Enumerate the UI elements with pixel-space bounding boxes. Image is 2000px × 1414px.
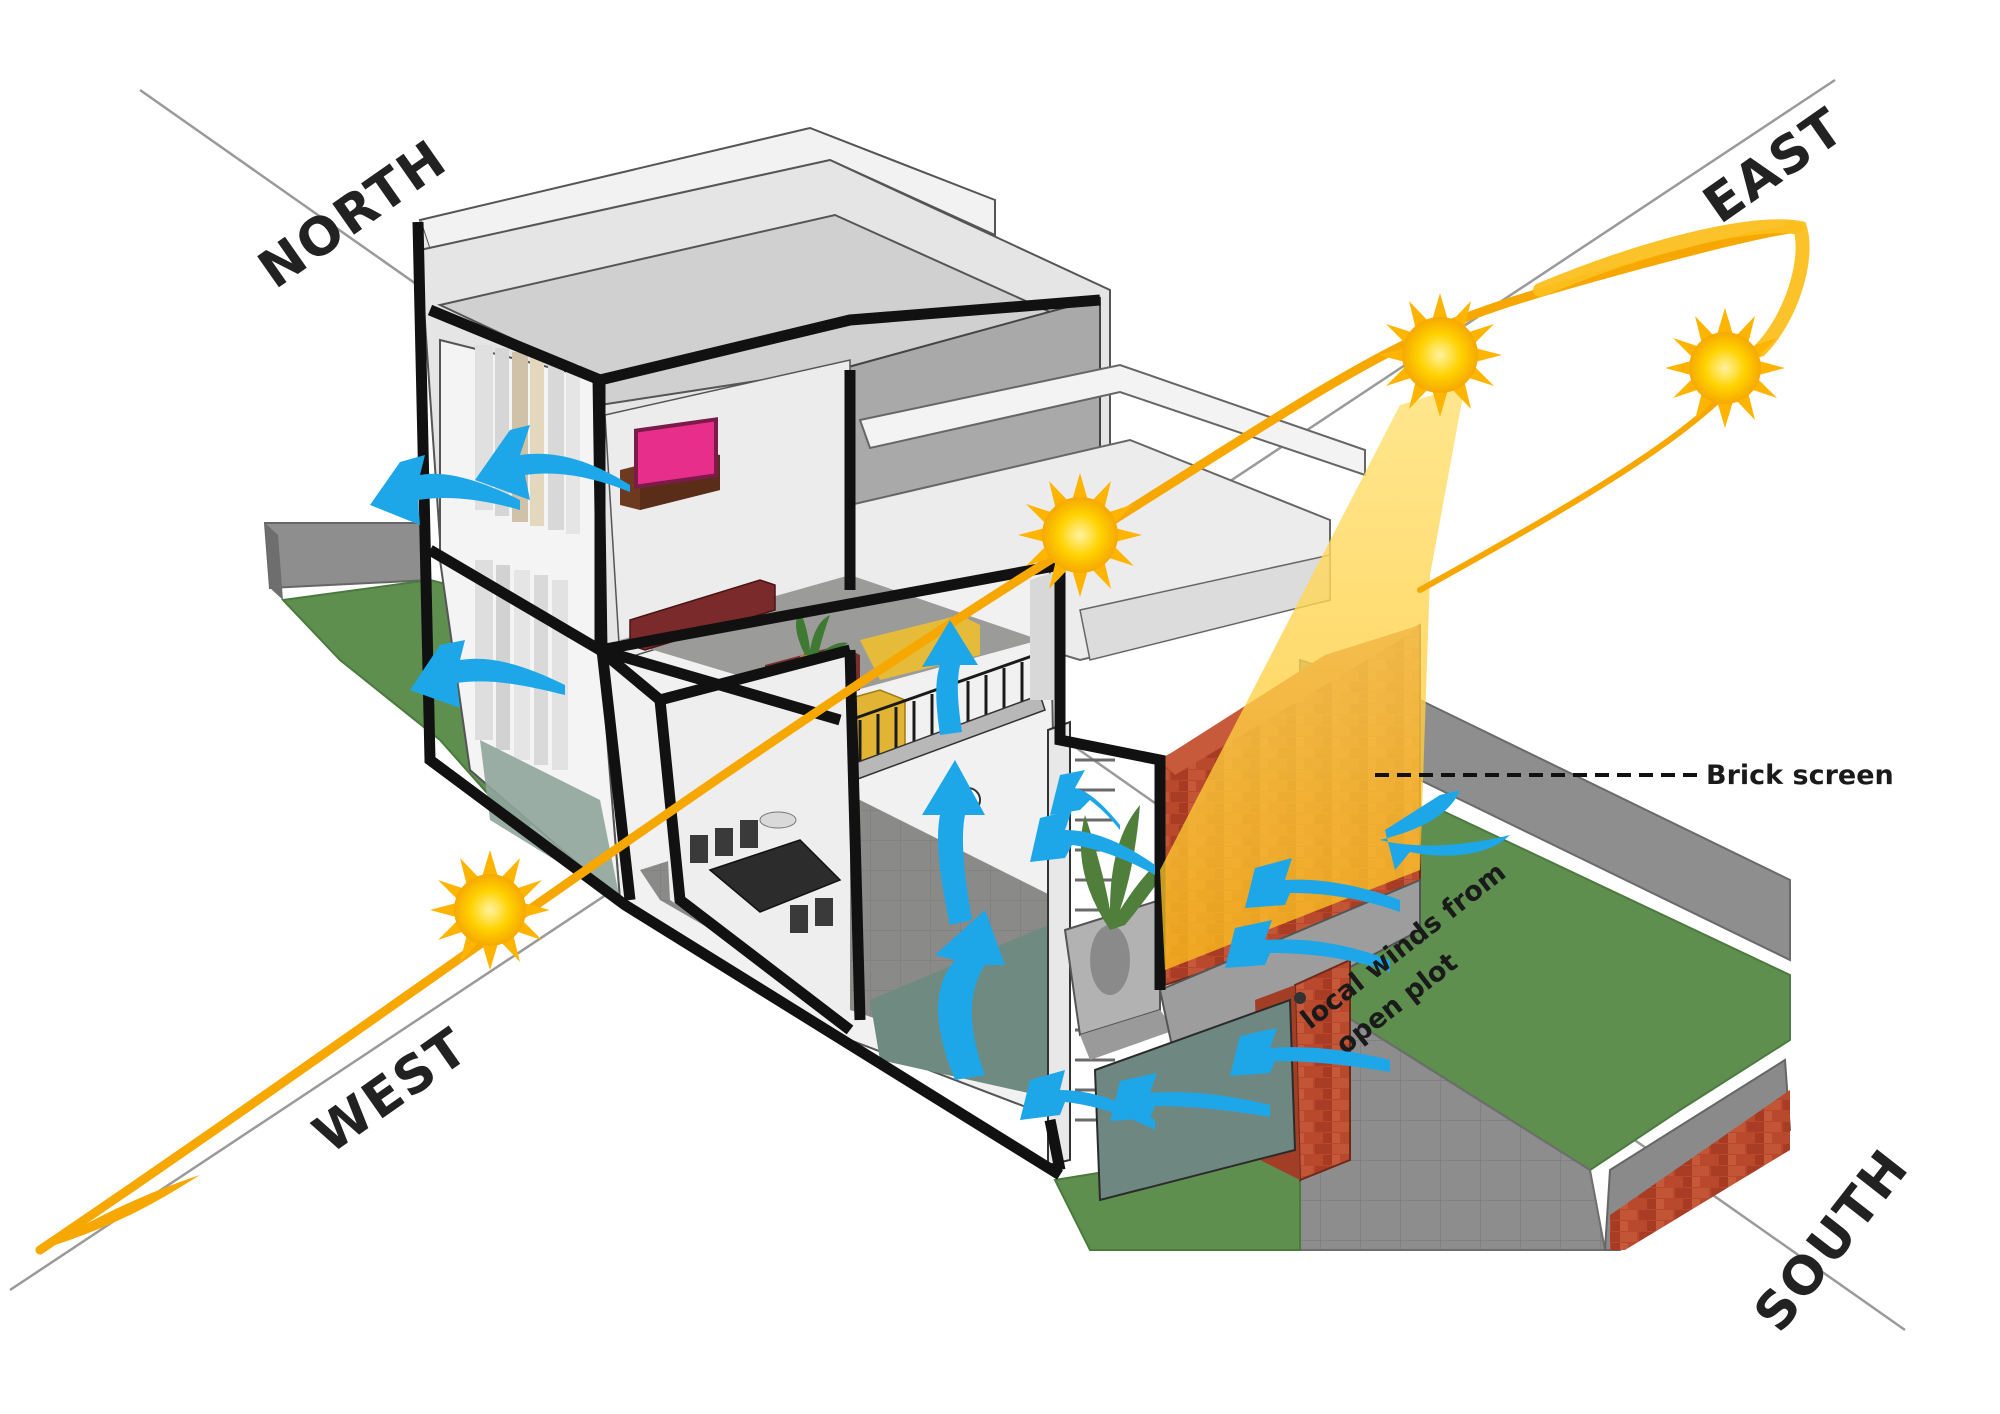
sun-path-tail — [40, 1175, 200, 1250]
sun-path-arc — [35, 220, 1804, 1255]
section-cut-lines — [412, 221, 1166, 1180]
dining-table — [708, 839, 842, 913]
wind-arrow-icon — [1110, 1073, 1270, 1121]
tv-screen — [634, 417, 718, 489]
wind-arrows — [370, 425, 1510, 1130]
concrete-ledge — [1158, 878, 1421, 1062]
left-ground-glass — [480, 740, 620, 900]
dining-chairs — [690, 820, 833, 933]
wind-arrow-icon — [1225, 920, 1390, 972]
wind-arrow-icon — [370, 455, 520, 525]
pendant-lamp — [759, 811, 797, 829]
local-winds-marker — [1294, 992, 1306, 1004]
wind-arrow-icon — [1380, 790, 1510, 870]
compass-east-label: EAST — [1693, 97, 1856, 236]
wind-arrow-icon — [1050, 770, 1120, 830]
wind-arrow-icon — [922, 760, 985, 925]
sun-icon-morning — [1378, 293, 1502, 417]
brick-column — [1293, 958, 1351, 1182]
wind-arrow-icon — [935, 910, 1005, 1080]
sun-icon-west — [430, 850, 550, 970]
upper-living-floor — [620, 575, 1040, 700]
wind-arrow-icon — [1245, 858, 1400, 912]
brick-screen-label: Brick screen — [1706, 760, 1894, 791]
sun-icon-east — [1665, 308, 1785, 428]
wind-arrow-icon — [1230, 1028, 1390, 1076]
wind-arrow-icon — [475, 425, 630, 500]
sun-path-head — [1533, 219, 1810, 357]
brick-parapet-right — [1610, 1090, 1790, 1250]
compass-west-label: WEST — [303, 1017, 480, 1166]
wind-arrow-icon — [1030, 810, 1155, 875]
sun-beam — [1160, 385, 1465, 970]
compass-south-label: SOUTH — [1743, 1138, 1921, 1343]
left-boundary-wall — [263, 522, 432, 590]
planter — [1063, 805, 1180, 1060]
sun-icon-noon — [1018, 473, 1142, 597]
wind-arrow-icon — [922, 620, 978, 735]
wind-arrow-icon — [410, 640, 565, 708]
